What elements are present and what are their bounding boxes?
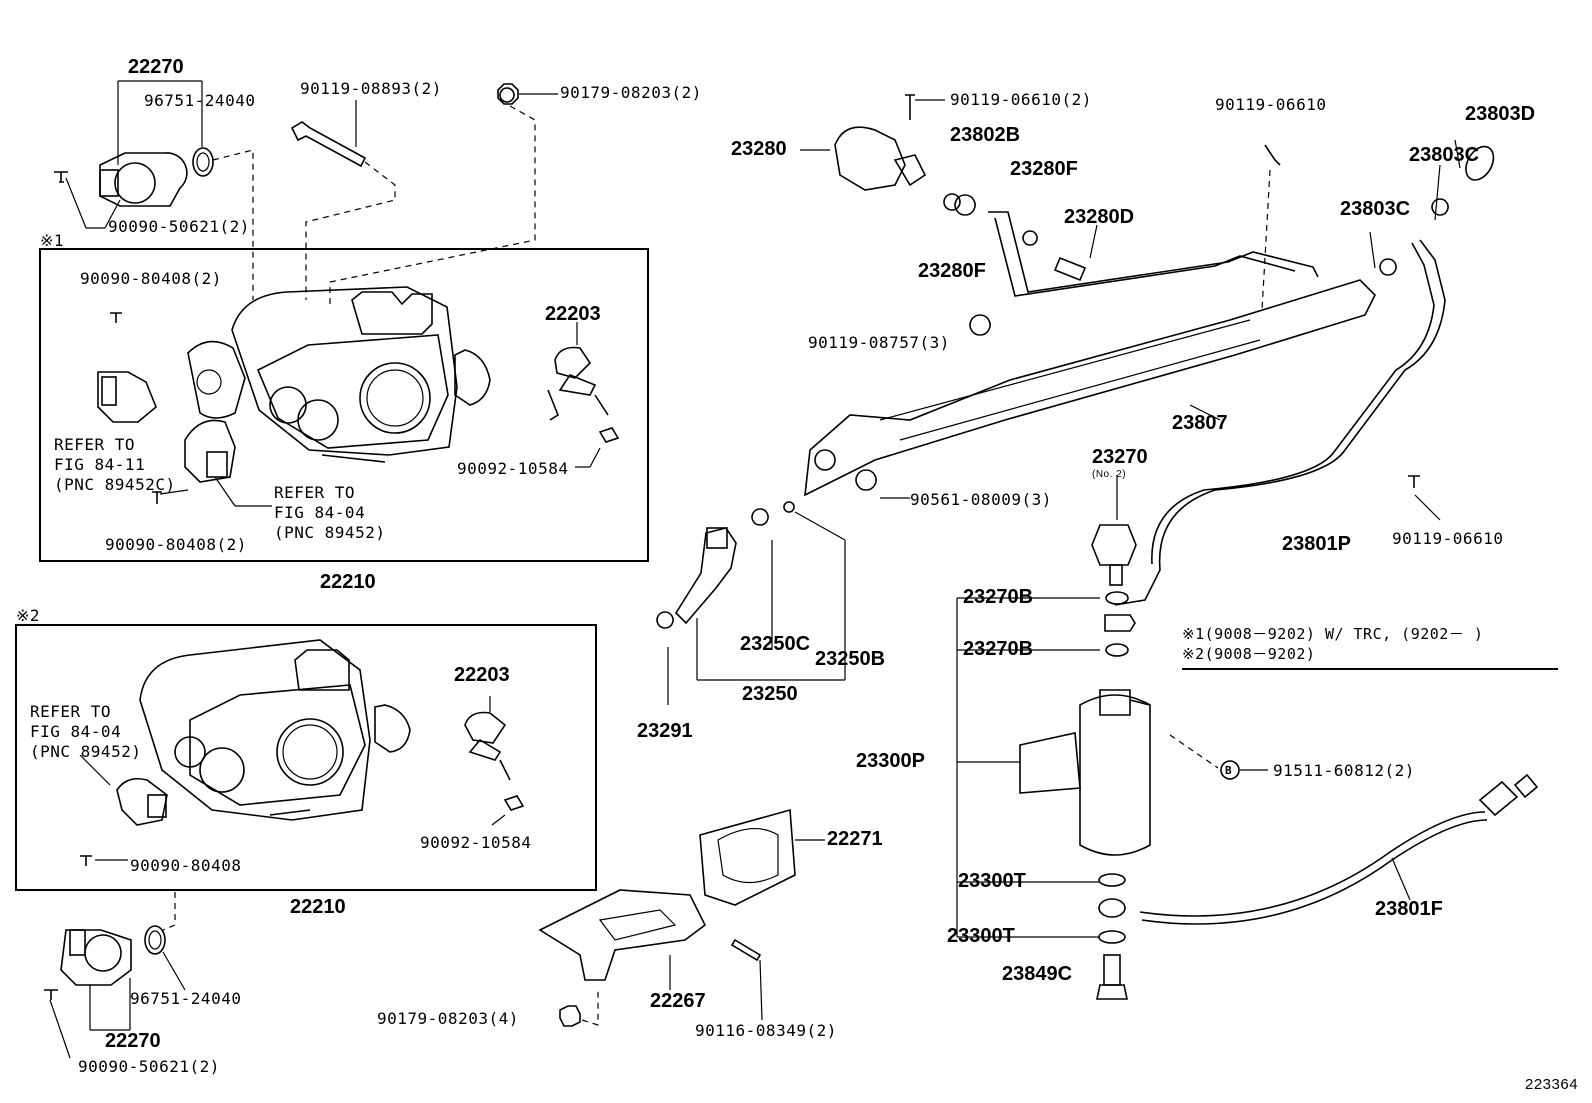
fuel-filter-23300P xyxy=(956,597,1539,1000)
label-90119-06610-a: 90119-06610(2) xyxy=(950,90,1092,109)
isc-valve-bottom-part xyxy=(44,892,186,1059)
label-90092-10584-b: 90092-10584 xyxy=(420,833,532,852)
label-23803C-a: 23803C xyxy=(1409,144,1480,166)
label-90090-80408-a: 90090-80408(2) xyxy=(80,269,222,288)
label-23250: 23250 xyxy=(742,683,798,705)
note-2: ※2(9008－9202) xyxy=(1182,645,1316,663)
refer-1-line-2: FIG 84-11 xyxy=(54,455,146,474)
refer-2-line-1: REFER TO xyxy=(274,483,356,502)
label-91511-60812: 91511-60812(2) xyxy=(1273,761,1415,780)
label-23807: 23807 xyxy=(1172,412,1228,434)
return-hose-23801P xyxy=(1114,139,1495,606)
label-23280: 23280 xyxy=(731,138,787,160)
refer-3-line-1: REFER TO xyxy=(30,702,112,721)
label-90561-08009: 90561-08009(3) xyxy=(910,490,1052,509)
label-90090-50621-bot: 90090-50621(2) xyxy=(78,1057,220,1076)
label-96751-24040-top: 96751-24040 xyxy=(144,91,256,110)
label-23802B: 23802B xyxy=(950,124,1021,146)
label-23280F-a: 23280F xyxy=(1010,158,1078,180)
label-23250B: 23250B xyxy=(815,648,886,670)
injector-23250 xyxy=(656,501,846,705)
label-22270-bot: 22270 xyxy=(105,1030,161,1052)
label-22270-top: 22270 xyxy=(128,56,184,78)
throttle-body-2 xyxy=(79,639,525,866)
label-90092-10584-a: 90092-10584 xyxy=(457,459,569,478)
pulsation-damper-23280 xyxy=(800,94,1319,311)
label-23250C: 23250C xyxy=(740,633,811,655)
label-23803C-b: 23803C xyxy=(1340,198,1411,220)
label-22203-a: 22203 xyxy=(545,303,601,325)
label-90119-06610-c: 90119-06610 xyxy=(1392,529,1504,548)
nut-90179-top xyxy=(329,83,558,305)
label-23801P: 23801P xyxy=(1282,533,1351,555)
label-90090-80408-b: 90090-80408(2) xyxy=(105,535,247,554)
refer-3-line-2: FIG 84-04 xyxy=(30,722,122,741)
label-90116-08349: 90116-08349(2) xyxy=(695,1021,837,1040)
footer-code: 223364 xyxy=(1525,1076,1579,1093)
label-22203-b: 22203 xyxy=(454,664,510,686)
label-23300T-b: 23300T xyxy=(947,925,1015,947)
label-22271: 22271 xyxy=(827,828,883,850)
refer-2-line-2: FIG 84-04 xyxy=(274,503,366,522)
label-23280D: 23280D xyxy=(1064,206,1135,228)
label-90119-06610-b: 90119-06610 xyxy=(1215,95,1327,114)
note-1: ※1(9008－9202) W/ TRC, (9202－ ) xyxy=(1182,625,1484,643)
label-90119-08757: 90119-08757(3) xyxy=(808,333,950,352)
label-23803D: 23803D xyxy=(1465,103,1536,125)
label-23270: 23270 xyxy=(1092,446,1148,468)
label-23280F-b: 23280F xyxy=(918,260,986,282)
bolt-90119-08893 xyxy=(290,100,396,300)
refer-1-line-1: REFER TO xyxy=(54,435,136,454)
delivery-pipe-23807 xyxy=(804,279,1376,499)
label-90090-50621-top: 90090-50621(2) xyxy=(108,217,250,236)
label-22210-b: 22210 xyxy=(290,896,346,918)
pressure-regulator-23270 xyxy=(1091,475,1137,657)
label-23270B-a: 23270B xyxy=(963,586,1034,608)
label-90179-08203-top: 90179-08203(2) xyxy=(560,83,702,102)
label-22267: 22267 xyxy=(650,990,706,1012)
refer-1-line-3: (PNC 89452C) xyxy=(54,475,176,494)
label-90090-80408-c: 90090-80408 xyxy=(130,856,242,875)
label-23300P: 23300P xyxy=(856,750,925,772)
frame-group-1 xyxy=(39,248,649,562)
label-23801F: 23801F xyxy=(1375,898,1443,920)
label-23291: 23291 xyxy=(637,720,693,742)
throttle-body-1 xyxy=(97,286,620,507)
label-mark-2: ※2 xyxy=(16,606,41,625)
label-23300T-a: 23300T xyxy=(958,870,1026,892)
label-90179-08203-bot: 90179-08203(4) xyxy=(377,1009,519,1028)
refer-2-line-3: (PNC 89452) xyxy=(274,523,386,542)
label-23849C: 23849C xyxy=(1002,963,1073,985)
refer-3-line-3: (PNC 89452) xyxy=(30,742,142,761)
label-23270B-b: 23270B xyxy=(963,638,1034,660)
frame-group-2 xyxy=(15,624,597,891)
label-22210-a: 22210 xyxy=(320,571,376,593)
label-mark-1: ※1 xyxy=(40,231,65,250)
isc-valve-top-part xyxy=(54,80,254,300)
label-96751-24040-bot: 96751-24040 xyxy=(130,989,242,1008)
label-23270-no2: (No. 2) xyxy=(1092,469,1127,480)
label-90119-08893: 90119-08893(2) xyxy=(300,79,442,98)
gasket-22271 xyxy=(699,808,825,906)
label-b-mark: B xyxy=(1225,764,1233,777)
bracket-22267 xyxy=(538,889,763,1027)
